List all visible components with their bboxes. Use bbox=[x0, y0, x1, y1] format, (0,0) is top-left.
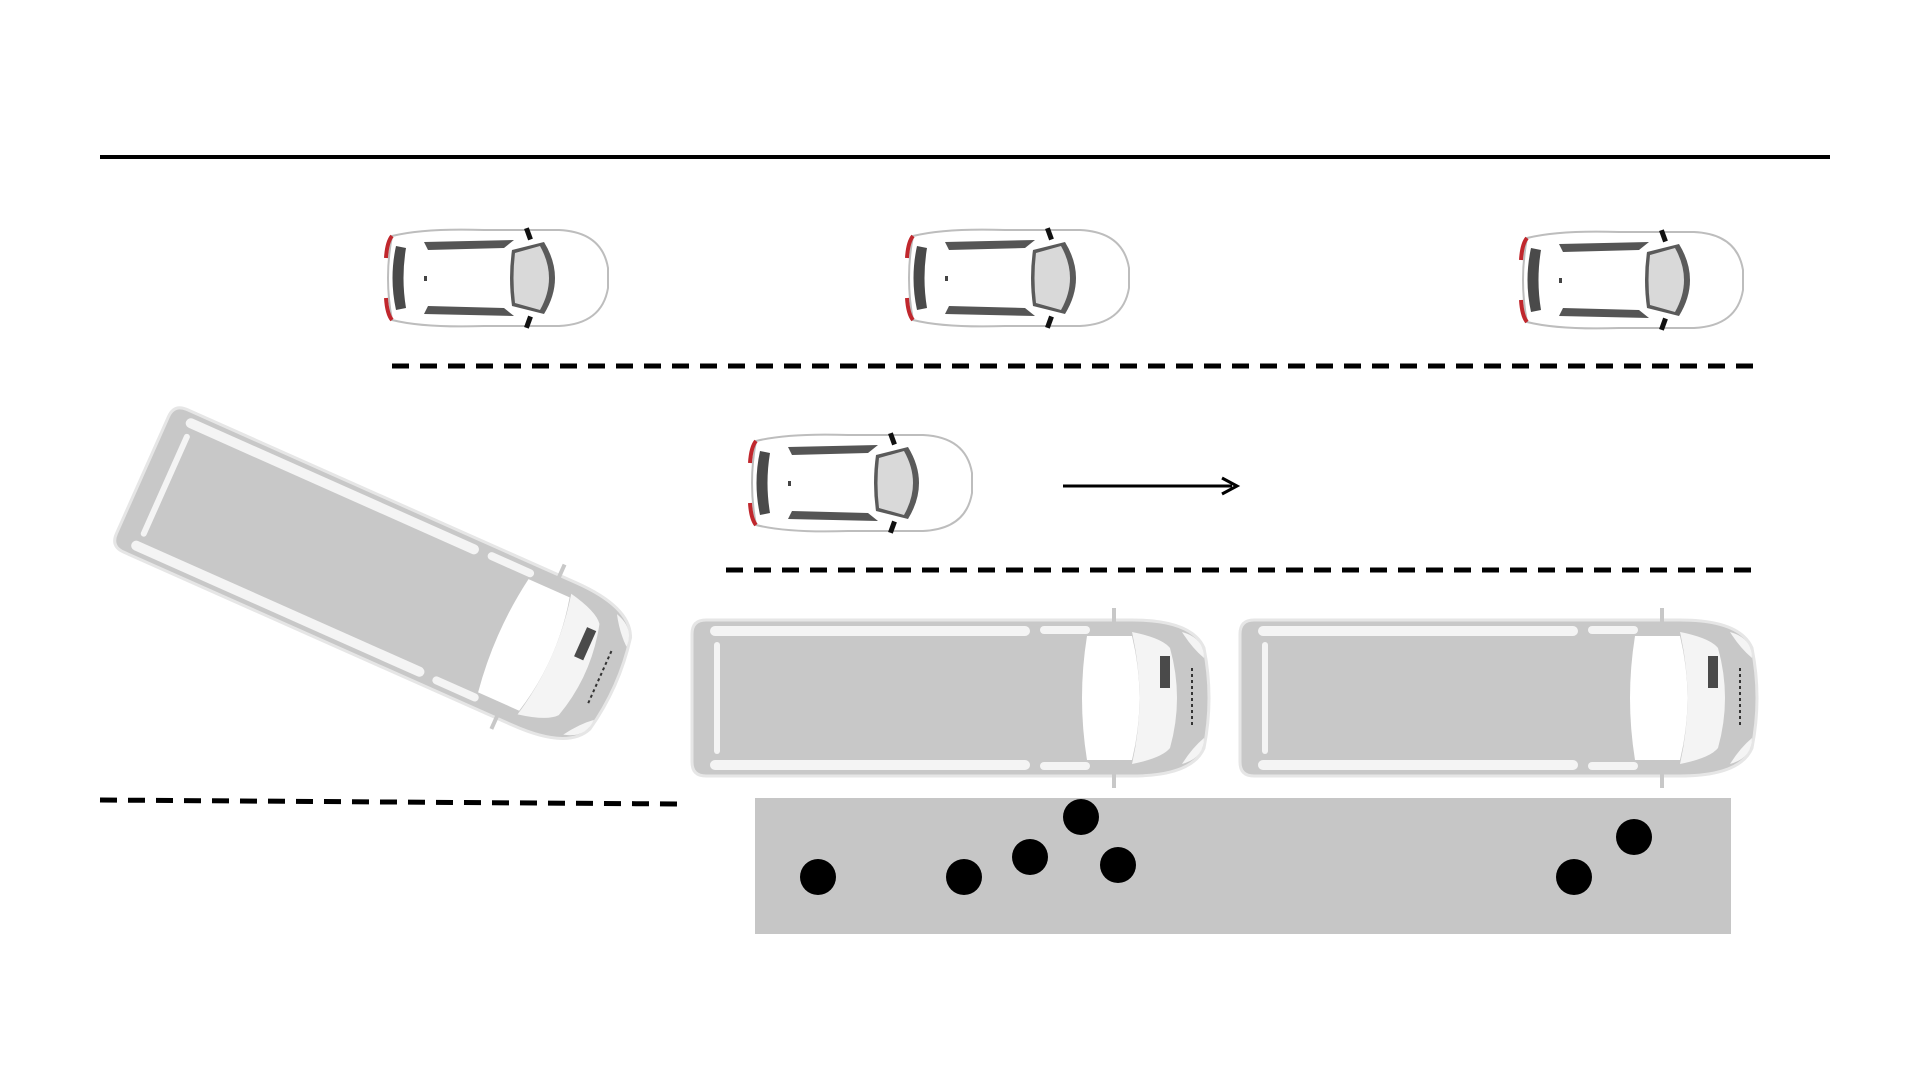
parked-car-1 bbox=[384, 225, 610, 331]
pedestrian-dot-icon bbox=[1100, 847, 1136, 883]
pedestrian-dot-icon bbox=[1012, 839, 1048, 875]
pedestrian-dot-icon bbox=[1556, 859, 1592, 895]
pedestrian-dot-icon bbox=[1063, 799, 1099, 835]
parked-bus-1 bbox=[690, 606, 1211, 790]
parked-bus-2 bbox=[1238, 606, 1759, 790]
moving-car bbox=[748, 430, 974, 536]
pedestrian-dot-icon bbox=[946, 859, 982, 895]
direction-arrow-icon bbox=[1063, 476, 1241, 496]
parked-car-3 bbox=[1519, 227, 1745, 333]
parked-car-2 bbox=[905, 225, 1131, 331]
lane-divider-left bbox=[99, 797, 679, 807]
pedestrian-dot-icon bbox=[800, 859, 836, 895]
pedestrian-dot-icon bbox=[1616, 819, 1652, 855]
merging-bus bbox=[104, 391, 653, 770]
